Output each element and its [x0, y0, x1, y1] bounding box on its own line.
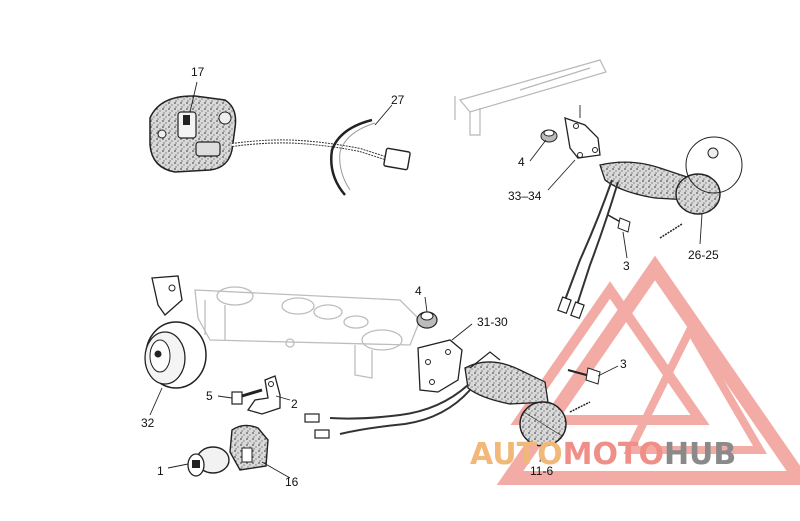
label-3-upper: 3 — [623, 259, 630, 273]
nut-4-upper — [540, 129, 558, 143]
handlebar-switch-housing — [149, 95, 237, 173]
socket-part-1 — [187, 446, 230, 477]
label-11-6: 11-6 — [530, 464, 554, 478]
bracket-2 — [246, 375, 281, 415]
label-4-lower: 4 — [415, 284, 422, 298]
watermark-moto: MOTO — [562, 437, 664, 472]
rubber-cap-part-16 — [229, 424, 269, 471]
rear-signal-wires — [557, 179, 619, 320]
horn — [144, 275, 207, 389]
label-27: 27 — [391, 93, 405, 107]
label-31-30: 31-30 — [477, 315, 508, 329]
frame-lower — [194, 286, 421, 379]
mount-bracket-front — [417, 339, 463, 393]
label-26-25: 26-25 — [688, 248, 719, 262]
connector-27 — [330, 118, 411, 196]
label-5: 5 — [206, 389, 213, 403]
label-16: 16 — [285, 475, 299, 489]
screw-3-upper — [607, 214, 683, 239]
label-33-34: 33–34 — [508, 189, 542, 203]
label-4-upper: 4 — [518, 155, 525, 169]
label-2: 2 — [291, 397, 298, 411]
label-3-lower: 3 — [620, 357, 627, 371]
watermark-auto: AUTO — [470, 437, 563, 472]
screw-3-lower — [567, 367, 601, 413]
front-signal-wires — [304, 384, 471, 439]
nut-4-lower — [416, 311, 438, 329]
watermark-hub: HUB — [663, 437, 737, 472]
turn-signal-rear — [599, 136, 743, 215]
mount-bracket-rear — [564, 117, 601, 159]
label-32: 32 — [141, 416, 155, 430]
watermark-text: AUTOMOTOHUB — [470, 440, 736, 470]
label-17: 17 — [191, 65, 205, 79]
frame-tube-upper — [454, 59, 607, 136]
switch-wire-harness — [231, 139, 386, 160]
label-1: 1 — [157, 464, 164, 478]
turn-signal-front — [464, 351, 567, 447]
leader-lines — [149, 81, 703, 479]
